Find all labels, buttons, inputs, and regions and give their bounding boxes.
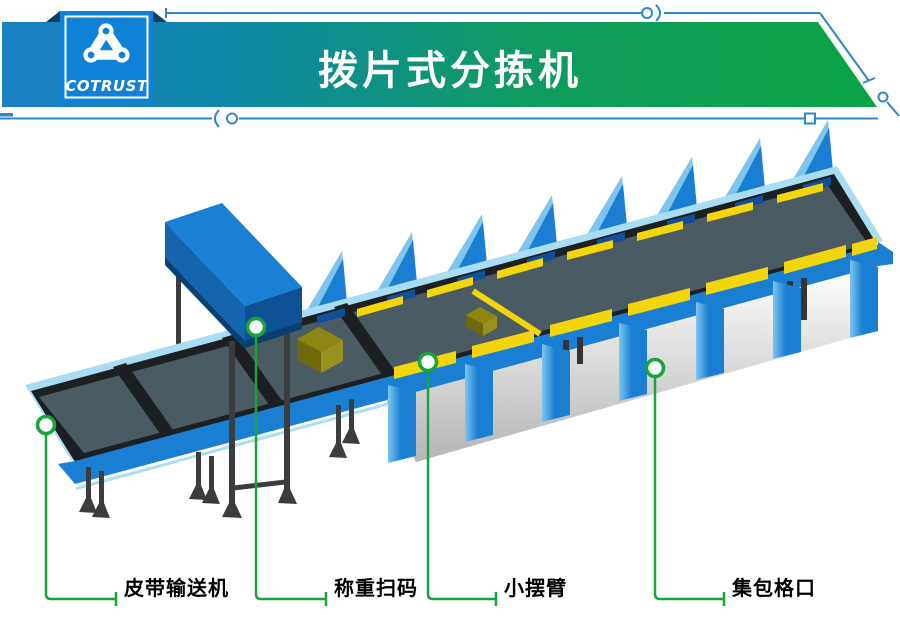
- chute-divider: [542, 344, 570, 422]
- conveyor-legs: [79, 399, 360, 518]
- header-banner: [0, 4, 900, 128]
- decor-square: [804, 112, 816, 125]
- logo-text: COTRUST: [65, 77, 148, 95]
- label-swing-arm: 小摆臂: [504, 576, 567, 600]
- chute-divider: [696, 302, 724, 380]
- logo-box: [46, 11, 167, 103]
- belt-stripe: [113, 363, 176, 438]
- callout-marker-swing-arm: [417, 351, 439, 373]
- gantry-front-base: [165, 257, 245, 349]
- gantry-end-base: [245, 322, 302, 348]
- swing-arm-paddle: [471, 288, 542, 337]
- label-package-slot: 集包格口: [732, 576, 816, 600]
- belt-side-band: [75, 245, 878, 484]
- circuit-decor-lines: [0, 4, 900, 128]
- belt-side-tip: [58, 461, 75, 484]
- banner-shape: [2, 22, 877, 107]
- chute-divider: [619, 323, 647, 401]
- sorter-machine-illustration: [25, 120, 893, 606]
- yellow-guide-strips: [357, 183, 823, 317]
- gantry-rear-leg: [176, 255, 181, 347]
- decor-circle: [877, 91, 889, 103]
- gantry-leg-crossbar: [229, 479, 290, 491]
- gantry-front: [165, 222, 245, 341]
- far-edge-strips: [317, 177, 831, 324]
- callout-line-swing-arm: [426, 371, 498, 606]
- belt-surface: [39, 184, 868, 453]
- page-title: 拨片式分拣机: [318, 48, 582, 94]
- chute-divider: [388, 385, 416, 463]
- label-belt-conveyor: 皮带输送机: [124, 576, 229, 600]
- decor-tick: [862, 77, 876, 84]
- collection-chutes: [386, 260, 878, 463]
- decor-circle: [641, 7, 653, 19]
- gantry-front-legs: [222, 326, 297, 518]
- chute-divider: [465, 364, 493, 442]
- callout-marker-package-slot: [644, 357, 666, 379]
- callout-line-package-slot: [653, 377, 726, 606]
- cotrust-chain-icon: [83, 23, 130, 63]
- near-edge-yellow-segments: [394, 237, 877, 379]
- gantry-top: [165, 203, 302, 306]
- label-weigh-scan: 称重扫码: [334, 576, 418, 600]
- callout-lines: [44, 336, 726, 606]
- callout-marker-belt-conveyor: [35, 414, 57, 436]
- logo-inner-frame: [64, 15, 149, 99]
- chute-divider: [850, 260, 878, 338]
- chute-dividers: [388, 260, 878, 463]
- decor-dash: [0, 113, 13, 117]
- weigh-scan-gantry: [165, 203, 302, 349]
- callout-markers: [35, 316, 666, 436]
- parcel-box-on-sorter: [466, 307, 497, 336]
- callout-line-weigh-scan: [254, 336, 328, 606]
- parcel-box-on-feeder: [297, 327, 343, 373]
- decor-circle: [226, 112, 238, 125]
- decor-bracket-left: [214, 109, 220, 128]
- belt-end-cap: [878, 242, 893, 266]
- chute-divider: [773, 281, 801, 359]
- callout-marker-weigh-scan: [245, 316, 267, 338]
- decor-bracket-right: [655, 4, 661, 22]
- belt-stripe: [334, 303, 397, 378]
- callout-line-belt-conveyor: [44, 433, 118, 606]
- belt-stripe: [222, 334, 285, 409]
